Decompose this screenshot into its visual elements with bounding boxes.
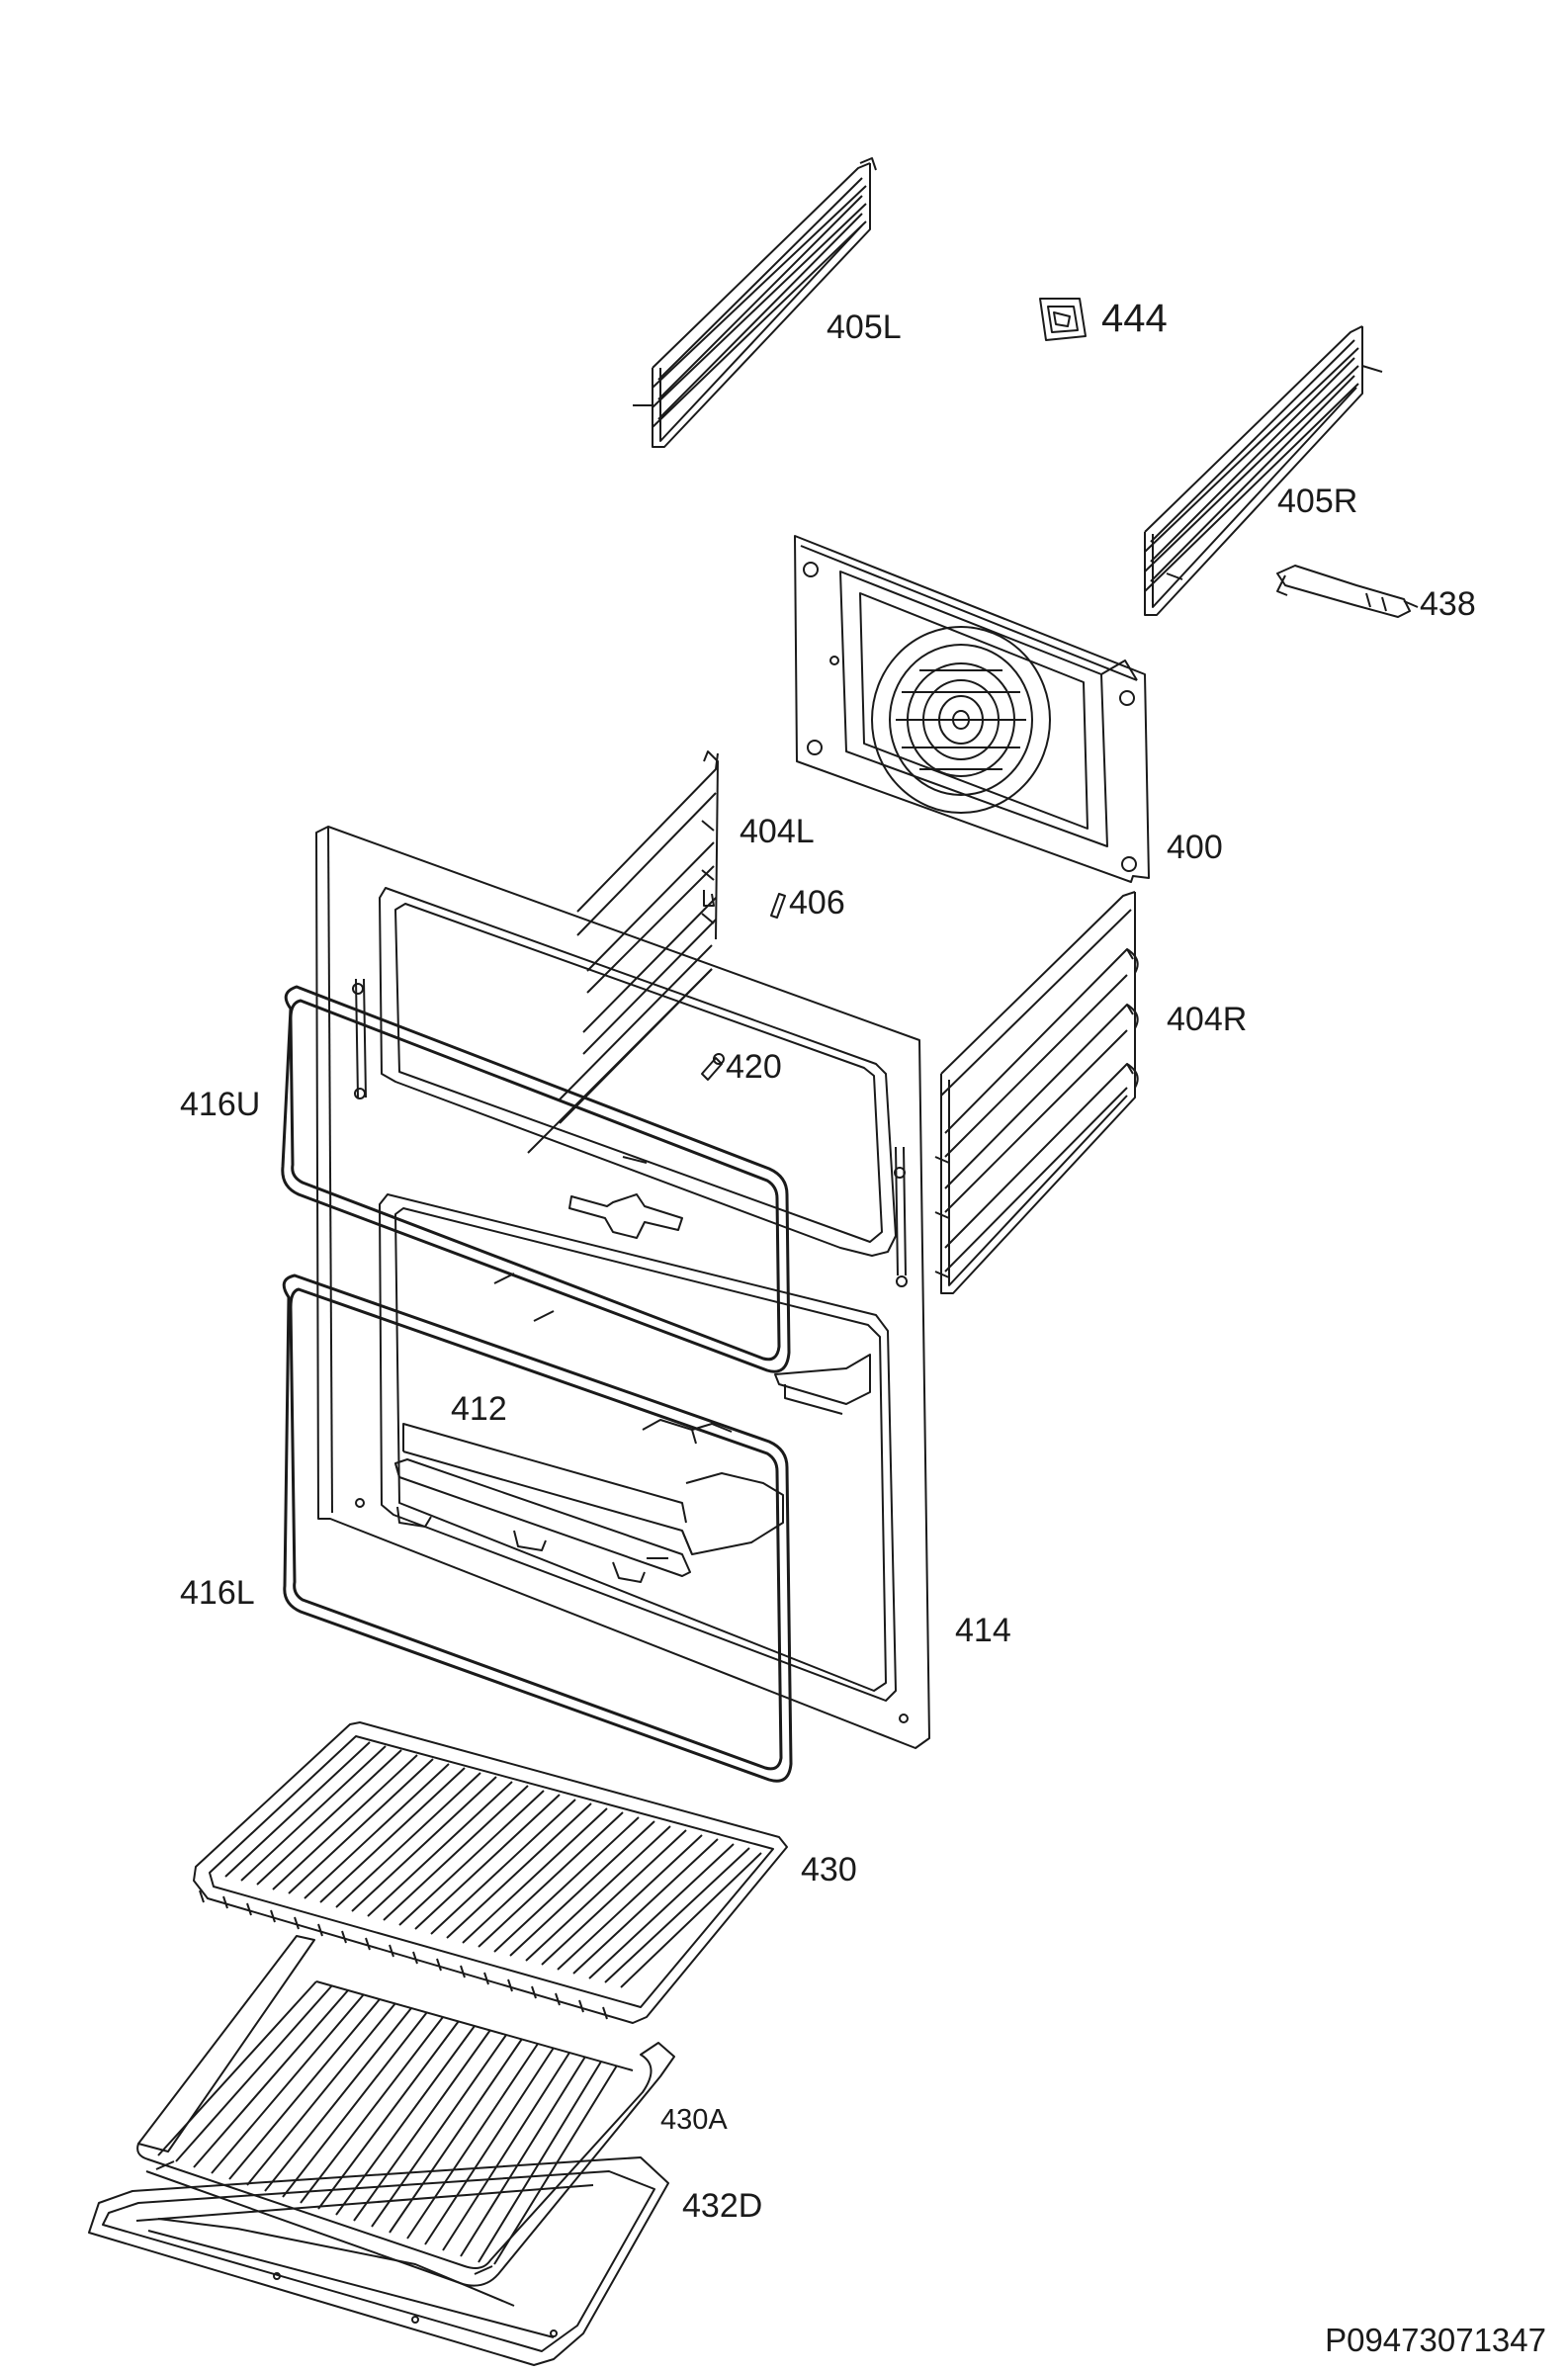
label-414: 414 xyxy=(955,1612,1011,1649)
part-420-screw xyxy=(701,1053,725,1081)
part-412-inner-glass xyxy=(394,1273,784,1583)
label-404R: 404R xyxy=(1167,1001,1248,1038)
part-400-fan-cover xyxy=(794,535,1150,883)
label-438: 438 xyxy=(1420,585,1476,623)
label-444: 444 xyxy=(1101,297,1168,340)
label-430: 430 xyxy=(801,1851,857,1889)
label-420: 420 xyxy=(726,1048,782,1086)
label-430A: 430A xyxy=(660,2104,728,2136)
label-416L: 416L xyxy=(180,1574,255,1612)
part-414-front-frame xyxy=(315,826,930,1749)
diagram-reference-number: P09473071347 xyxy=(1325,2322,1546,2358)
part-444-clip xyxy=(1039,298,1087,341)
label-400: 400 xyxy=(1167,829,1223,866)
part-432D-baking-tray xyxy=(88,2156,669,2366)
part-406-screw xyxy=(770,893,786,919)
label-405R: 405R xyxy=(1277,483,1358,520)
label-412: 412 xyxy=(451,1390,507,1428)
part-404R-shelf-support xyxy=(934,891,1139,1294)
part-404L-shelf-support xyxy=(527,750,719,1154)
label-432D: 432D xyxy=(682,2187,763,2225)
label-405L: 405L xyxy=(827,308,902,346)
part-430-wire-shelf xyxy=(193,1721,788,2024)
part-405R-shelf-support xyxy=(1144,325,1383,616)
part-430A-grill-insert xyxy=(136,1935,675,2287)
part-416U-upper-gasket xyxy=(281,985,791,1373)
part-405L-shelf-support xyxy=(633,157,877,448)
label-416U: 416U xyxy=(180,1086,261,1123)
part-438-bracket xyxy=(1276,565,1419,618)
part-416L-lower-gasket xyxy=(282,1274,793,1783)
label-404L: 404L xyxy=(740,813,815,850)
label-406: 406 xyxy=(789,884,845,922)
